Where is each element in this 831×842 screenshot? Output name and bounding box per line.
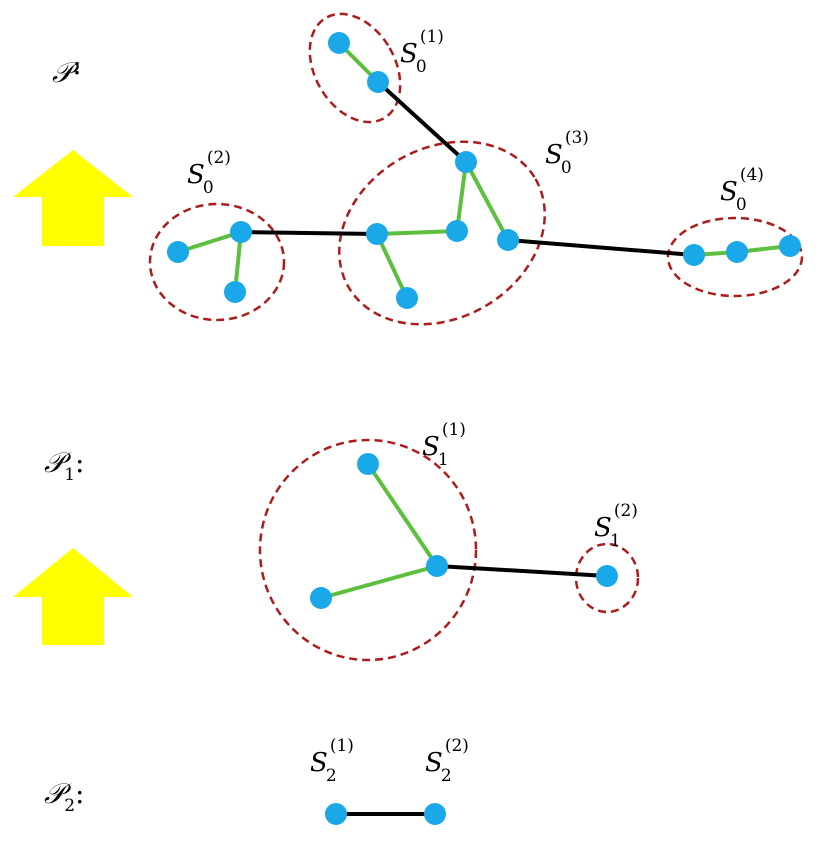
level-label-p1: 𝒫1: [44, 446, 84, 485]
intra-edge [320, 564, 438, 600]
graph-node [357, 453, 379, 475]
cluster-label-s2-2: S(2)2 [425, 736, 469, 786]
cluster-label-s1-1: S(1)1 [422, 420, 466, 470]
cluster-outline-s0-1 [308, 12, 402, 124]
level-2-graph: S(1)2 S(2)2 [310, 736, 469, 825]
graph-node [310, 587, 332, 609]
graph-node [446, 220, 468, 242]
inter-edge [240, 230, 378, 236]
inter-edge [507, 238, 695, 257]
graph-node [455, 151, 477, 173]
intra-edge [366, 462, 439, 568]
graph-node [167, 241, 189, 263]
cluster-label-s2-1: S(1)2 [310, 736, 354, 786]
up-arrow-upper [13, 150, 133, 246]
graph-node [325, 803, 347, 825]
intra-edge [464, 161, 510, 241]
graph-node [396, 287, 418, 309]
graph-node [426, 555, 448, 577]
graph-node [328, 32, 350, 54]
inter-edge [376, 80, 468, 164]
graph-node [779, 235, 801, 257]
graph-node [596, 565, 618, 587]
cluster-outline-s1-1 [258, 438, 478, 662]
level-0-graph: S(1)0 S(2)0 S(3)0 S(4)0 [148, 12, 804, 326]
graph-node [726, 241, 748, 263]
cluster-outline-s1-2 [574, 542, 640, 614]
level-label-p2: 𝒫2: [44, 777, 84, 816]
cluster-label-s0-1: S(1)0 [400, 27, 444, 77]
intra-edge [375, 233, 409, 299]
cluster-label-s0-3: S(3)0 [545, 128, 589, 178]
intra-edge [376, 229, 458, 236]
graph-node [683, 244, 705, 266]
inter-edge [436, 564, 608, 578]
graph-node [224, 281, 246, 303]
cluster-label-s0-4: S(4)0 [720, 165, 764, 215]
cluster-label-s0-2: S(2)0 [187, 148, 231, 198]
intra-edge [177, 230, 242, 254]
graph-node [424, 803, 446, 825]
graph-node [497, 229, 519, 251]
graph-node [366, 223, 388, 245]
intra-edge [455, 161, 468, 232]
cluster-outline-s0-2 [148, 202, 286, 322]
cluster-label-s1-2: S(2)1 [594, 501, 638, 551]
graph-node [230, 221, 252, 243]
level-1-graph: S(1)1 S(2)1 [258, 420, 640, 662]
cluster-outline-s0-3 [338, 140, 546, 326]
cluster-outline-s0-4 [666, 216, 804, 298]
level-label-p0: 𝒫: [52, 48, 82, 89]
up-arrow-lower [13, 548, 133, 645]
graph-node [367, 71, 389, 93]
